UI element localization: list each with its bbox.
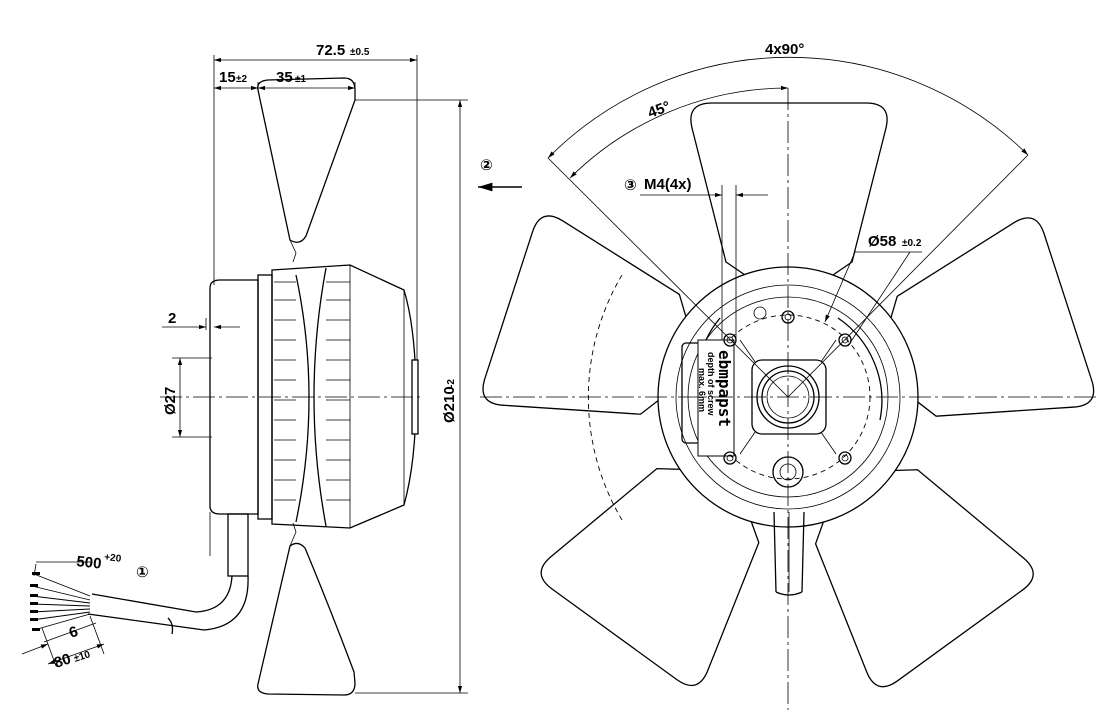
svg-text:ebmpapst: ebmpapst bbox=[715, 350, 734, 427]
type-label: ebmpapst depth of screw max. 6mm bbox=[697, 339, 735, 457]
svg-text:max. 6mm: max. 6mm bbox=[697, 368, 707, 412]
callout-thread: ③ bbox=[624, 177, 637, 194]
svg-text:-2: -2 bbox=[446, 379, 457, 388]
svg-text:depth of screw: depth of screw bbox=[706, 352, 716, 417]
svg-text:±0.5: ±0.5 bbox=[350, 47, 370, 58]
blade bbox=[882, 217, 1095, 417]
blade bbox=[814, 469, 1034, 688]
cable-wires bbox=[31, 573, 91, 631]
dim-overall-depth: 72.5 bbox=[316, 42, 345, 59]
blade bbox=[482, 215, 694, 415]
svg-text:+20: +20 bbox=[104, 552, 122, 565]
svg-text:±1: ±1 bbox=[295, 74, 306, 85]
stator-windings bbox=[274, 281, 350, 501]
dim-bolt-angle: 45° bbox=[646, 98, 673, 122]
dim-blade-depth: 35 bbox=[276, 69, 293, 86]
dim-bolt-circle: Ø58 bbox=[868, 233, 896, 250]
dim-strip-length: 6 bbox=[67, 623, 80, 642]
dim-hub-diameter: Ø27 bbox=[162, 387, 179, 415]
dim-cable-length: 500 bbox=[76, 553, 103, 573]
lower-blade bbox=[257, 542, 356, 696]
upper-blade bbox=[257, 77, 356, 243]
dim-thickness: 2 bbox=[168, 310, 176, 327]
blade bbox=[540, 467, 760, 687]
rotor-shell bbox=[271, 264, 417, 529]
callout-airflow: ② bbox=[480, 157, 493, 174]
blade bbox=[690, 102, 888, 291]
dim-fan-diameter: Ø210 bbox=[441, 386, 458, 423]
svg-text:±0.2: ±0.2 bbox=[902, 238, 922, 249]
cable bbox=[87, 575, 249, 631]
fan-blades bbox=[482, 102, 1095, 688]
dim-sleeve-length: 80 bbox=[52, 650, 73, 671]
dim-thread: M4(4x) bbox=[644, 176, 692, 193]
cable-grommet bbox=[227, 513, 249, 577]
svg-text:±2: ±2 bbox=[236, 74, 247, 85]
dim-bolt-pattern: 4x90° bbox=[765, 41, 804, 58]
front-view: ebmpapst depth of screw max. 6mm 45° 4x9… bbox=[480, 41, 1100, 710]
callout-cable: ① bbox=[136, 564, 149, 581]
blade-sweep-arc bbox=[587, 274, 623, 521]
dim-offset: 15 bbox=[219, 69, 236, 86]
svg-text:±10: ±10 bbox=[73, 649, 93, 665]
side-view: 72.5 ±0.5 15 ±2 35 ±1 2 Ø27 Ø210 -2 500 … bbox=[21, 42, 522, 696]
